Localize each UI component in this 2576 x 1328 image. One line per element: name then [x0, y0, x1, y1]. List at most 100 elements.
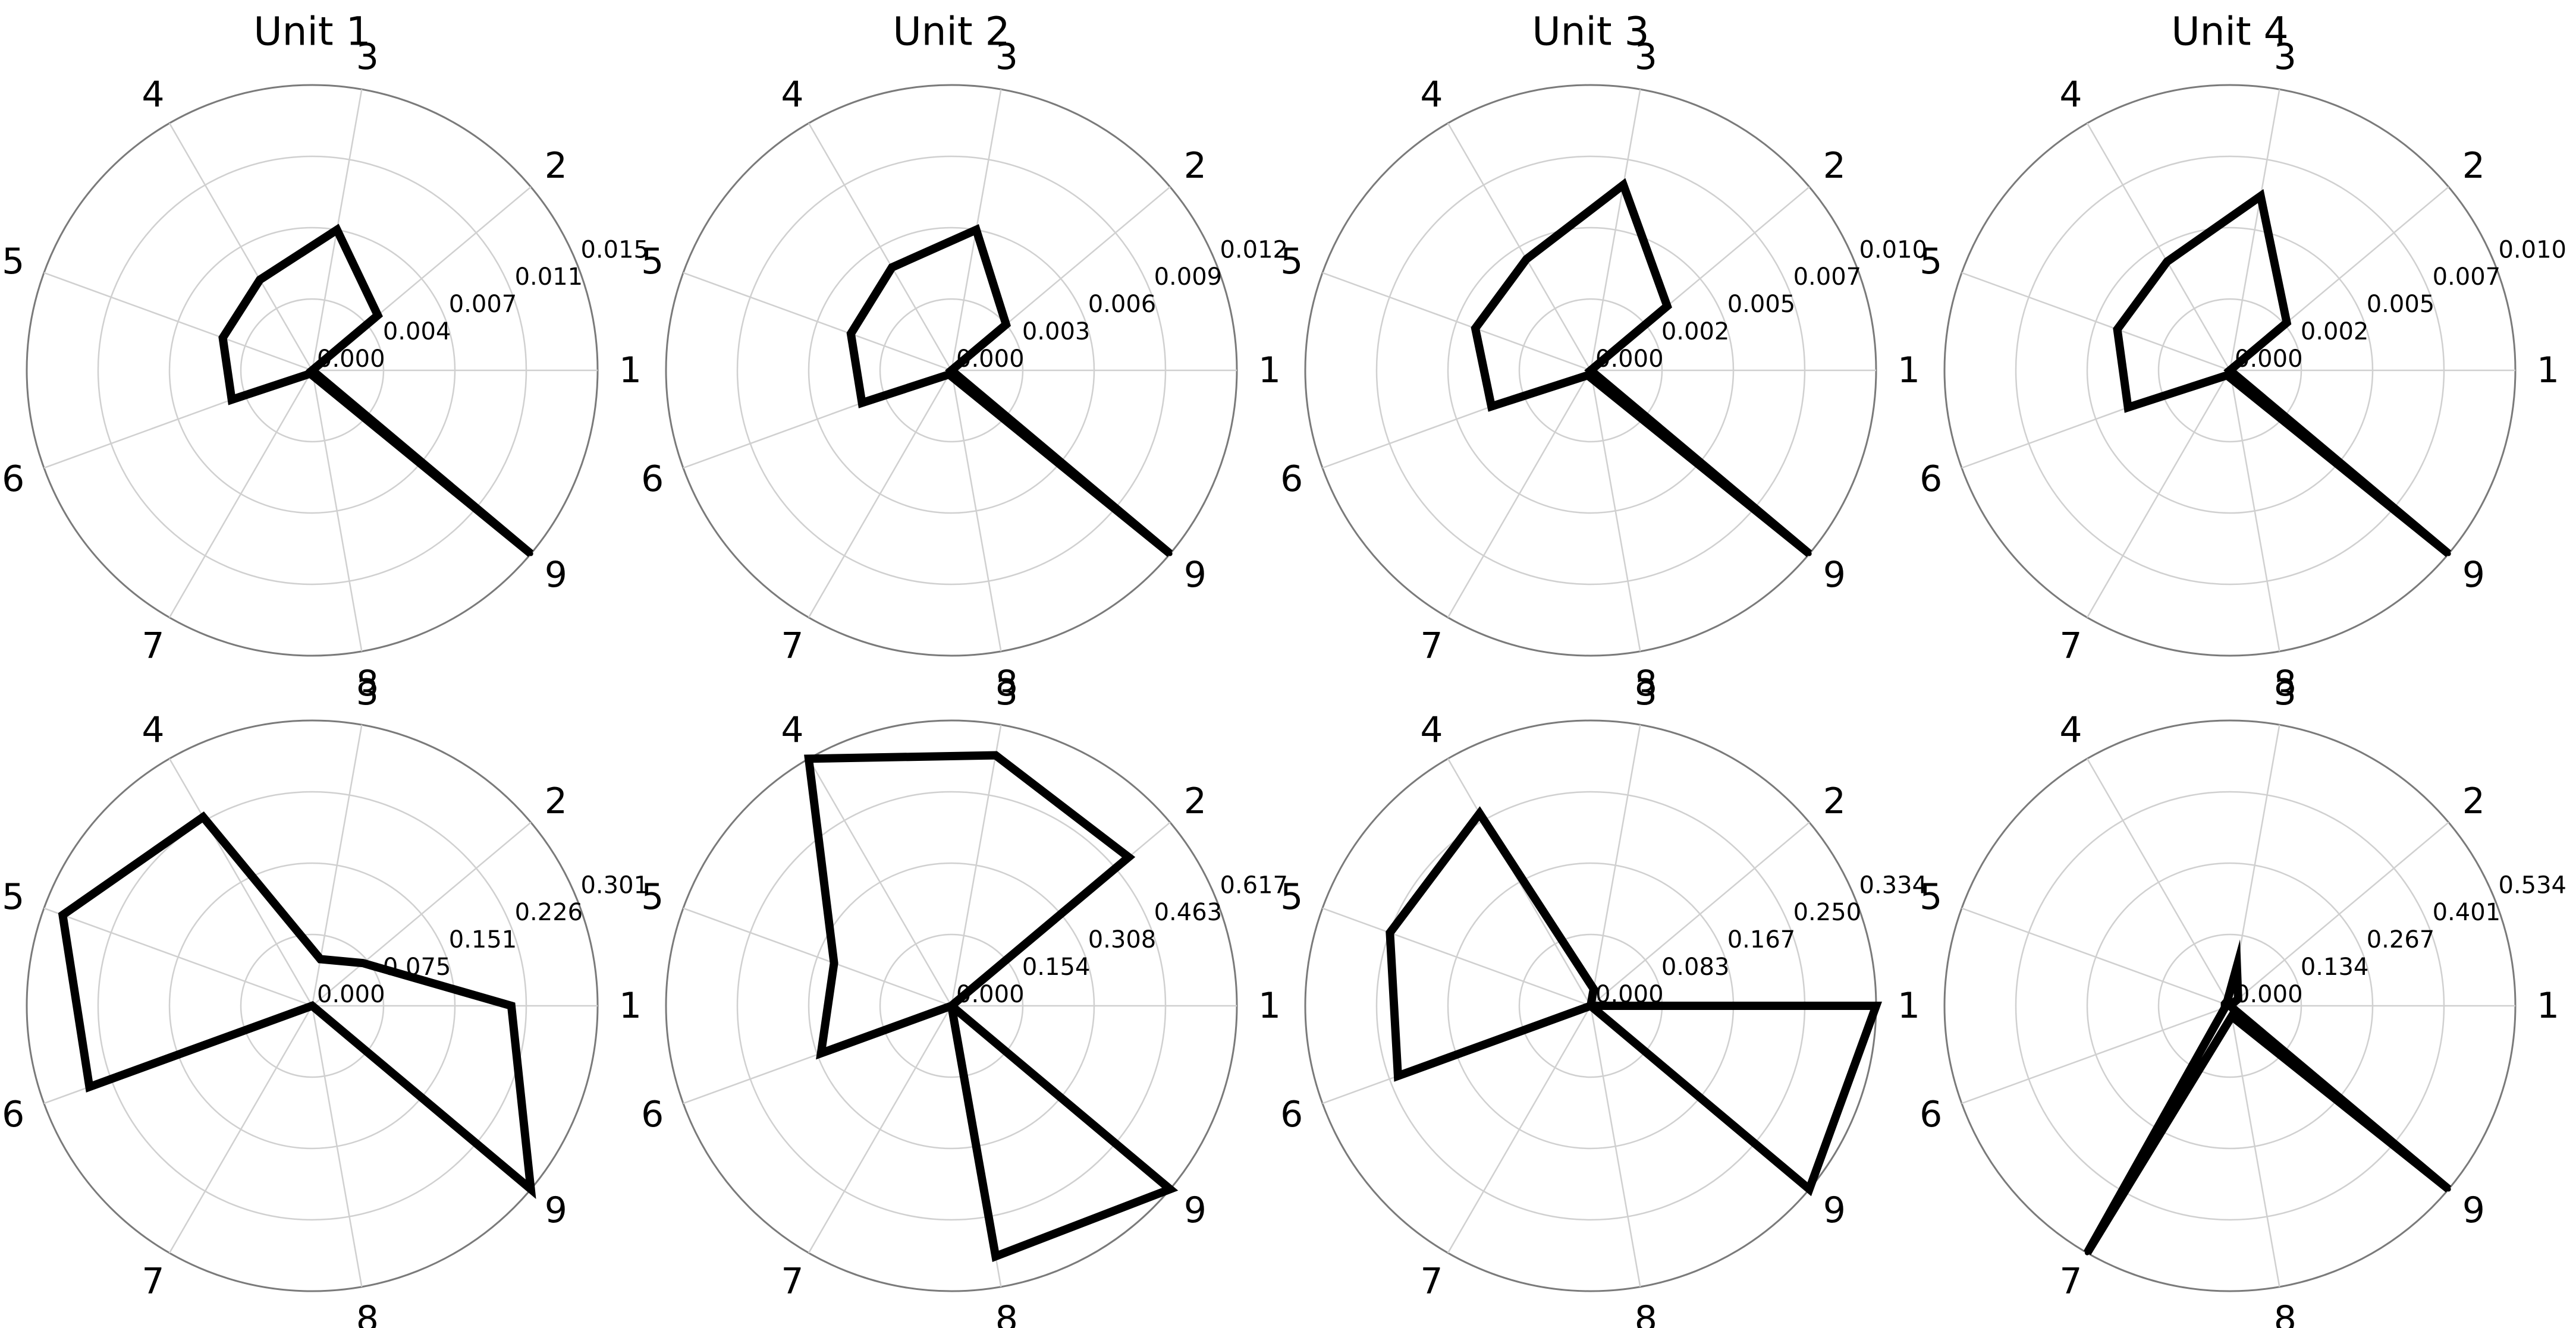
category-label: 8 — [356, 663, 379, 704]
category-label: 3 — [1635, 36, 1657, 78]
category-label: 2 — [1184, 145, 1207, 187]
data-point-7 — [949, 1003, 954, 1008]
data-point-6 — [2222, 1005, 2228, 1011]
radial-tick-label: 0.007 — [449, 291, 517, 318]
data-point-7 — [1585, 373, 1591, 378]
data-point-3 — [993, 753, 998, 758]
spoke-4 — [2086, 122, 2231, 371]
data-point-9 — [1167, 551, 1173, 556]
data-point-3 — [2258, 193, 2263, 199]
radial-tick-label: 0.000 — [2235, 981, 2303, 1008]
data-point-2 — [360, 961, 366, 966]
spoke-5 — [1961, 907, 2231, 1007]
spoke-5 — [43, 907, 313, 1007]
category-label: 1 — [619, 985, 642, 1027]
data-point-4 — [257, 277, 262, 282]
category-label: 2 — [545, 781, 567, 822]
category-label: 4 — [781, 710, 803, 751]
data-point-3 — [334, 227, 340, 232]
category-label: 8 — [2274, 663, 2297, 704]
category-label: 4 — [2059, 74, 2082, 116]
category-label: 6 — [1920, 458, 1942, 500]
spoke-4 — [1447, 758, 1592, 1006]
radial-tick-label: 0.151 — [449, 926, 517, 953]
spoke-8 — [2229, 370, 2280, 652]
data-point-5 — [220, 335, 225, 341]
data-point-3 — [1591, 986, 1596, 992]
spoke-7 — [168, 1005, 313, 1254]
radial-tick-label: 0.534 — [2498, 871, 2566, 899]
data-point-4 — [2165, 259, 2170, 265]
spoke-5 — [683, 907, 952, 1007]
data-series-line — [2083, 939, 2452, 1255]
data-series-line — [846, 224, 1173, 557]
data-point-9 — [1167, 1187, 1173, 1192]
spoke-7 — [1447, 1005, 1592, 1254]
category-label: 7 — [1420, 1260, 1443, 1302]
data-point-5 — [848, 331, 853, 336]
category-label: 6 — [1280, 458, 1303, 500]
category-label: 5 — [1920, 876, 1942, 918]
data-point-9 — [528, 1187, 533, 1192]
spoke-5 — [1961, 272, 2231, 372]
data-point-5 — [831, 961, 837, 966]
data-point-4 — [1524, 256, 1529, 262]
data-point-5 — [2115, 327, 2120, 332]
category-label: 2 — [2462, 145, 2485, 187]
spoke-4 — [168, 122, 313, 371]
category-label: 3 — [356, 672, 379, 713]
data-point-9 — [2446, 1187, 2451, 1192]
category-label: 2 — [1823, 145, 1846, 187]
category-label: 4 — [142, 74, 164, 116]
data-series-line — [804, 751, 1179, 1262]
radial-tick-label: 0.250 — [1793, 899, 1862, 926]
data-point-7 — [2225, 373, 2230, 378]
data-point-5 — [60, 912, 65, 918]
category-label: 1 — [1898, 350, 1920, 391]
radial-tick-label: 0.003 — [1022, 318, 1091, 345]
data-point-8 — [1589, 376, 1595, 382]
data-point-1 — [2228, 1003, 2232, 1008]
data-point-6 — [229, 397, 234, 402]
data-point-9 — [528, 551, 533, 556]
data-point-4 — [1477, 811, 1482, 816]
radial-tick-label: 0.010 — [1859, 236, 1927, 263]
spoke-3 — [2229, 89, 2280, 371]
spoke-8 — [311, 370, 363, 652]
spoke-3 — [1589, 725, 1641, 1006]
radial-tick-label: 0.010 — [2498, 236, 2566, 263]
data-series-line — [1471, 178, 1812, 557]
data-point-2 — [1126, 854, 1131, 860]
data-point-4 — [200, 814, 206, 820]
data-point-8 — [950, 375, 956, 380]
data-point-9 — [2446, 551, 2451, 556]
radial-tick-label: 0.012 — [1220, 236, 1288, 263]
data-point-8 — [2229, 376, 2234, 382]
category-label: 5 — [1920, 241, 1942, 282]
data-point-6 — [87, 1084, 92, 1090]
category-label: 9 — [545, 554, 567, 596]
data-point-1 — [1874, 1003, 1878, 1008]
spoke-7 — [808, 1005, 953, 1254]
category-label: 1 — [1258, 350, 1281, 391]
data-point-5 — [1387, 930, 1393, 936]
data-point-3 — [1621, 182, 1626, 188]
data-point-7 — [947, 372, 951, 377]
spoke-5 — [1322, 272, 1591, 372]
data-point-6 — [1489, 404, 1494, 409]
category-label: 8 — [356, 1298, 379, 1328]
spoke-4 — [2086, 758, 2231, 1006]
panel-title: Unit 3 — [1532, 9, 1649, 55]
category-label: 2 — [1184, 781, 1207, 822]
category-label: 3 — [1635, 672, 1657, 713]
category-label: 6 — [1920, 1094, 1942, 1135]
spoke-3 — [950, 725, 1002, 1006]
spoke-5 — [43, 272, 313, 372]
